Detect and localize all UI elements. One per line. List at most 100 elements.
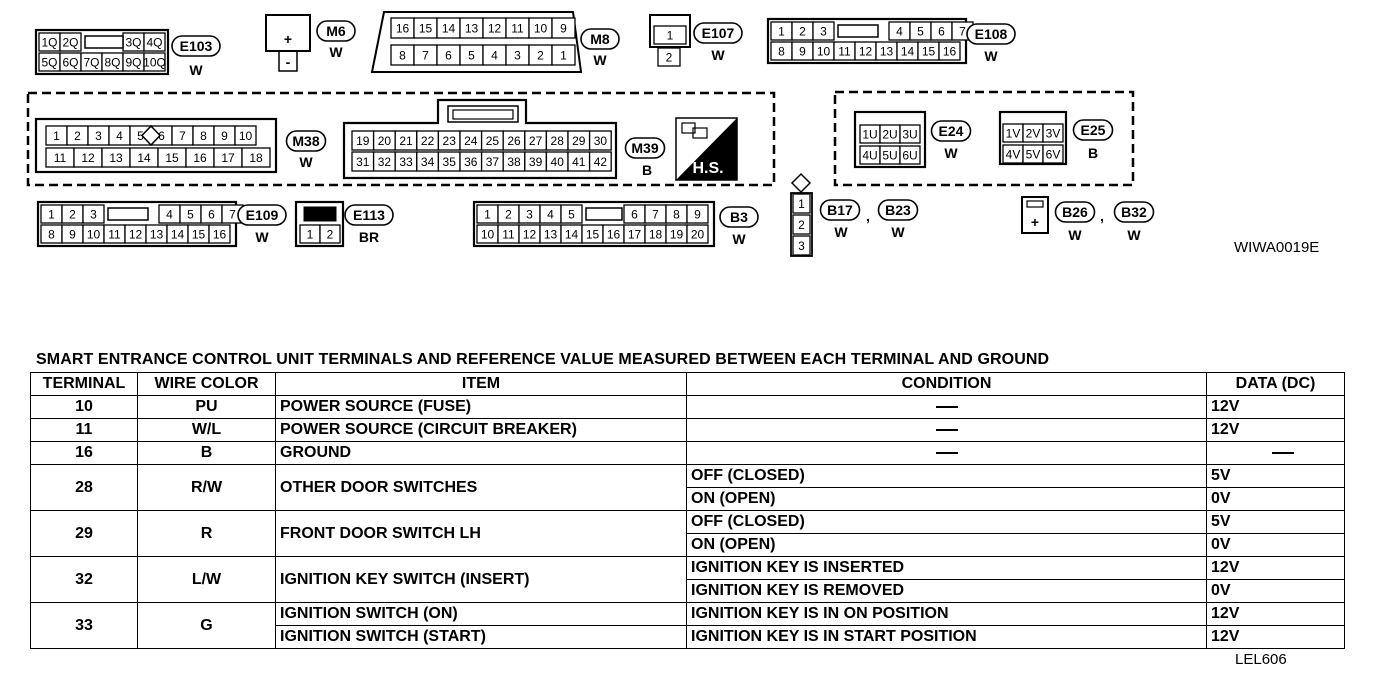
pin-number: 11 bbox=[511, 22, 524, 36]
pin-number: 7 bbox=[422, 49, 429, 63]
connector-tag-badge bbox=[237, 204, 287, 226]
pin-cell bbox=[653, 25, 687, 45]
pin-number: 3V bbox=[1046, 127, 1061, 141]
pin-number: 2 bbox=[74, 129, 81, 143]
pin-number: 10 bbox=[87, 228, 101, 242]
table-row: 33 G IGNITION SWITCH (ON) IGNITION KEY I… bbox=[30, 602, 1345, 649]
connector-tag: B26 bbox=[1062, 204, 1088, 220]
item-cell: FRONT DOOR SWITCH LH bbox=[275, 510, 687, 557]
pin-number: 11 bbox=[54, 151, 67, 165]
pin-number: 3 bbox=[514, 49, 521, 63]
pin-number: 3 bbox=[90, 208, 97, 222]
condition-cell: ON (OPEN) bbox=[686, 487, 1207, 511]
wire-color-code: W bbox=[732, 231, 746, 247]
dash-mark bbox=[935, 405, 958, 408]
pin-number: 1 bbox=[307, 228, 314, 242]
condition-cell bbox=[686, 395, 1207, 419]
pin-number: 12 bbox=[488, 22, 502, 36]
pin-cell bbox=[59, 32, 82, 52]
data-cell: 12V bbox=[1206, 418, 1345, 442]
terminal-reference-table: TERMINAL WIRE COLOR ITEM CONDITION DATA … bbox=[30, 372, 1345, 649]
table-row: IGNITION KEY IS REMOVED 0V bbox=[31, 579, 1345, 603]
connector-tag-badge bbox=[693, 22, 743, 44]
data-cell: 12V bbox=[1206, 556, 1345, 580]
pin-number: 2 bbox=[798, 218, 805, 232]
dash-mark bbox=[1272, 451, 1294, 454]
pin-cell bbox=[234, 125, 257, 146]
pin-number: 7 bbox=[959, 25, 966, 39]
pin-number: 16 bbox=[193, 151, 207, 165]
item-cell: POWER SOURCE (CIRCUIT BREAKER) bbox=[275, 418, 687, 442]
pin-cell bbox=[588, 151, 612, 172]
pin-number: 22 bbox=[421, 134, 435, 148]
pin-cell bbox=[143, 52, 166, 72]
item-cell: OTHER DOOR SWITCHES bbox=[275, 464, 687, 511]
table-row: 32 L/W IGNITION KEY SWITCH (INSERT) IGNI… bbox=[30, 556, 1345, 603]
connector-tag-badge bbox=[316, 20, 356, 42]
data-cell: 12V bbox=[1206, 625, 1345, 649]
pin-number: 10 bbox=[481, 228, 495, 242]
pin-cell bbox=[560, 204, 583, 224]
pin-cell bbox=[686, 224, 709, 244]
pin-number: 1 bbox=[667, 29, 674, 43]
dash-mark bbox=[935, 451, 958, 454]
m38-m39-group-frame bbox=[26, 91, 776, 187]
pin-number: 14 bbox=[565, 228, 579, 242]
pin-number: 13 bbox=[880, 45, 894, 59]
pin-cell bbox=[241, 147, 271, 168]
pin-number: 1 bbox=[560, 49, 567, 63]
pin-number: 15 bbox=[419, 22, 433, 36]
pin-number: 1 bbox=[53, 129, 60, 143]
condition-cell: ON (OPEN) bbox=[686, 533, 1207, 557]
pin-number: 4V bbox=[1006, 148, 1021, 162]
wire-color-code: W bbox=[1068, 227, 1082, 243]
connector-icon bbox=[681, 122, 708, 139]
pin-number: 5Q bbox=[41, 56, 57, 70]
wire-color-code: B bbox=[642, 162, 652, 178]
header-terminal: TERMINAL bbox=[30, 372, 138, 396]
pin-number: 1 bbox=[484, 208, 491, 222]
connector-tag: B3 bbox=[730, 209, 748, 225]
pin-number: 12 bbox=[523, 228, 537, 242]
header-data-dc: DATA (DC) bbox=[1206, 372, 1345, 396]
pin-cell bbox=[938, 41, 961, 61]
pin-number: 17 bbox=[221, 151, 235, 165]
terminal-cell: 28 bbox=[30, 464, 138, 511]
pin-number: - bbox=[286, 54, 291, 70]
pin-number: + bbox=[1031, 214, 1039, 230]
pin-number: 10Q bbox=[143, 56, 166, 70]
wire-color-code: W bbox=[593, 52, 607, 68]
pin-cell bbox=[792, 193, 811, 214]
pin-cell bbox=[82, 204, 105, 224]
wire-color-code: W bbox=[189, 62, 203, 78]
pin-cell bbox=[208, 224, 231, 244]
connector-tag: E103 bbox=[180, 38, 213, 54]
pin-number: 31 bbox=[356, 155, 370, 169]
terminal-cell: 29 bbox=[30, 510, 138, 557]
pin-number: 3Q bbox=[125, 36, 141, 50]
terminal-cell: 16 bbox=[30, 441, 138, 465]
pin-number: 30 bbox=[594, 134, 608, 148]
table-row: 16 B GROUND bbox=[30, 441, 1345, 465]
pin-cell bbox=[588, 130, 612, 151]
connector-tag-badge bbox=[1113, 201, 1155, 223]
pin-number: 19 bbox=[356, 134, 370, 148]
pin-number: 4 bbox=[491, 49, 498, 63]
condition-cell: IGNITION KEY IS IN START POSITION bbox=[686, 625, 1207, 649]
pin-cell bbox=[899, 145, 921, 165]
pin-number: 15 bbox=[192, 228, 206, 242]
table-row: 29 R FRONT DOOR SWITCH LH OFF (CLOSED) 5… bbox=[30, 510, 1345, 557]
connector-tag: E25 bbox=[1081, 122, 1106, 138]
pin-number: 29 bbox=[572, 134, 586, 148]
pin-number: 1 bbox=[48, 208, 55, 222]
pin-number: 28 bbox=[551, 134, 565, 148]
pin-number: 10 bbox=[817, 45, 831, 59]
wire-color-code: W bbox=[711, 47, 725, 63]
pin-number: 1U bbox=[862, 128, 877, 142]
